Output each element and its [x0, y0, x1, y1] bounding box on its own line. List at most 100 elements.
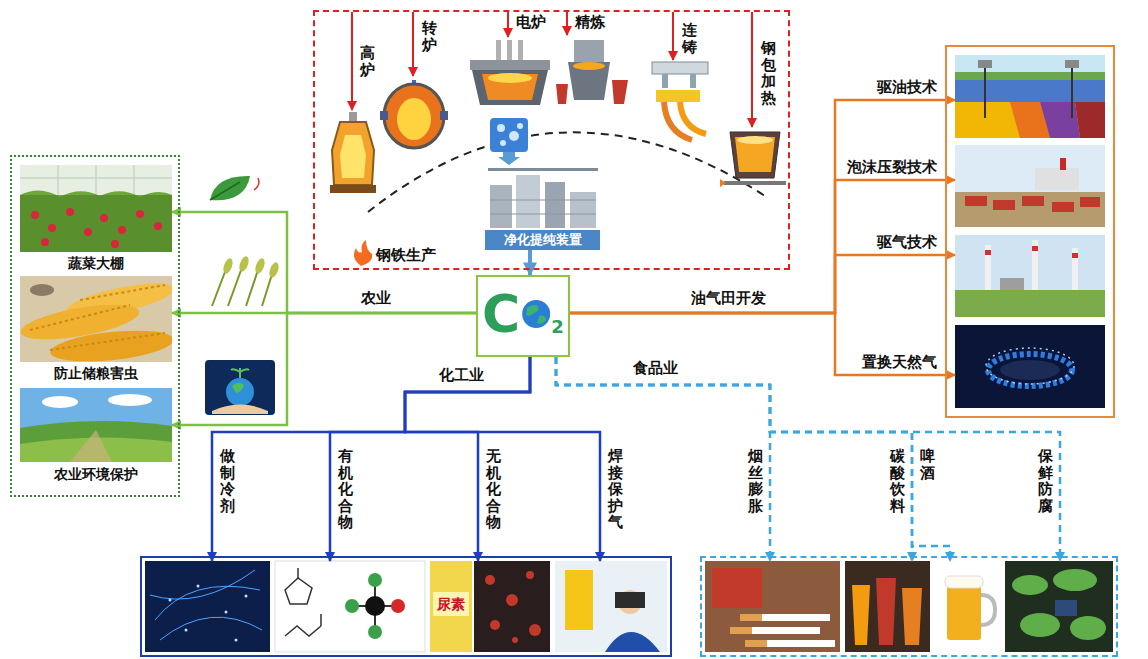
electric-arc-furnace — [496, 40, 501, 62]
connector-arrow — [212, 357, 530, 561]
refrigerant-photo — [235, 639, 238, 642]
refrigerant-photo — [169, 599, 172, 602]
leaf-icon — [210, 182, 240, 200]
earth-globe — [537, 316, 546, 324]
inorganic-products-panel — [485, 575, 495, 585]
earth-globe — [526, 305, 539, 316]
fresh-produce-photo — [1012, 569, 1106, 640]
application-photo: 碳酸饮料 — [845, 561, 930, 652]
greenhouse-photo — [20, 165, 172, 252]
application-photo: 烟丝膨胀 — [705, 561, 840, 652]
inorganic-products-panel — [433, 592, 469, 616]
connector-arrow — [172, 212, 476, 313]
application-photo: 啤酒 — [932, 561, 1002, 652]
fresh-produce-photo — [1053, 569, 1097, 591]
tobacco-photo — [705, 561, 840, 652]
connector-arrow — [528, 250, 532, 275]
technology-label: 驱气技术 — [877, 233, 937, 252]
blast-furnace — [340, 135, 366, 178]
connector-arrow — [570, 313, 955, 375]
use-label: 有机化合物 — [338, 448, 353, 531]
foam-fracturing-site — [993, 200, 1015, 210]
refrigerant-photo — [225, 611, 228, 614]
purification-plant — [488, 168, 598, 171]
oil-drive-section — [955, 55, 1105, 138]
fresh-produce-photo — [1005, 561, 1113, 652]
greenhouse-photo — [20, 165, 172, 252]
application-photo: 农业环境保护 — [20, 388, 172, 462]
organic-structure-panel — [368, 573, 382, 587]
connector-arrow — [570, 180, 955, 313]
farmland-photo — [108, 394, 152, 406]
steel-feed-arrows — [566, 12, 568, 35]
soft-drinks-photo — [845, 561, 930, 652]
purification-plant — [545, 182, 565, 228]
beer-photo — [932, 561, 1002, 652]
converter — [384, 84, 444, 148]
earth-in-hands-icon — [212, 405, 268, 415]
greenhouse-photo — [118, 226, 126, 234]
electric-arc-furnace — [470, 60, 550, 70]
fresh-produce-photo — [1020, 613, 1060, 637]
oil-drive-section — [955, 55, 1105, 138]
electric-arc-furnace — [518, 40, 523, 62]
gas-drive-field — [1032, 246, 1038, 251]
wheat-icon — [222, 257, 235, 275]
greenhouse-photo — [48, 224, 56, 232]
steel-feed-arrows — [672, 12, 674, 60]
foam-fracturing-site — [955, 192, 1105, 227]
co2-gas-icon — [490, 118, 528, 152]
tobacco-photo — [730, 627, 752, 634]
oil-drive-section — [985, 64, 1072, 118]
beer-photo — [981, 595, 995, 625]
stored-corn-photo — [20, 276, 172, 362]
organic-structure-panel — [391, 599, 405, 613]
connector-arrow — [556, 357, 912, 561]
gas-burner-photo — [955, 325, 1105, 408]
co2-subscript: 2 — [551, 318, 564, 336]
foam-fracturing-site — [1060, 158, 1066, 170]
application-photo: 置换天然气 — [955, 325, 1105, 408]
continuous-caster — [652, 62, 708, 140]
soft-drinks-photo — [876, 578, 896, 645]
fresh-produce-photo — [1005, 561, 1113, 652]
branch-label: 食品业 — [630, 359, 681, 378]
converter — [380, 111, 388, 120]
application-photo: 驱油技术 — [955, 55, 1105, 138]
refrigerant-photo — [145, 561, 270, 652]
gas-drive-field — [955, 235, 1105, 317]
foam-fracturing-site — [955, 145, 1105, 227]
refrigerant-photo — [145, 561, 270, 652]
inorganic-products-panel — [430, 561, 550, 652]
organic-structure-panel — [365, 596, 385, 616]
leaf-icon — [254, 178, 259, 190]
stored-corn-photo — [30, 285, 165, 350]
inorganic-products-panel — [529, 624, 541, 636]
foam-fracturing-site — [1035, 168, 1079, 190]
connector-arrow — [405, 357, 600, 561]
steel-production-region: 钢铁生产净化提纯装置 — [313, 10, 790, 270]
fresh-produce-photo — [1055, 600, 1077, 616]
gas-burner-photo — [955, 325, 1105, 408]
wheat-icon — [254, 257, 267, 275]
earth-globe — [522, 300, 550, 328]
purification-plant — [516, 175, 540, 228]
gas-drive-field — [1072, 253, 1078, 258]
refrigerant-photo — [169, 585, 248, 642]
greenhouse-photo — [20, 190, 172, 197]
connector-arrow — [172, 313, 476, 425]
soft-drinks-photo — [852, 585, 870, 645]
refining-furnace — [573, 62, 605, 70]
converter — [440, 111, 448, 120]
foam-fracturing-site — [1022, 196, 1044, 206]
connector-arrow — [330, 357, 530, 561]
gas-burner-photo — [988, 354, 1072, 386]
oil-drive-section — [1065, 60, 1079, 68]
inorganic-products-panel — [512, 637, 518, 643]
tobacco-photo — [745, 640, 767, 647]
use-label: 烟丝膨胀 — [748, 448, 763, 514]
gas-drive-field — [955, 235, 1105, 317]
product-label: 尿素 — [437, 596, 465, 614]
tobacco-photo — [740, 614, 762, 621]
